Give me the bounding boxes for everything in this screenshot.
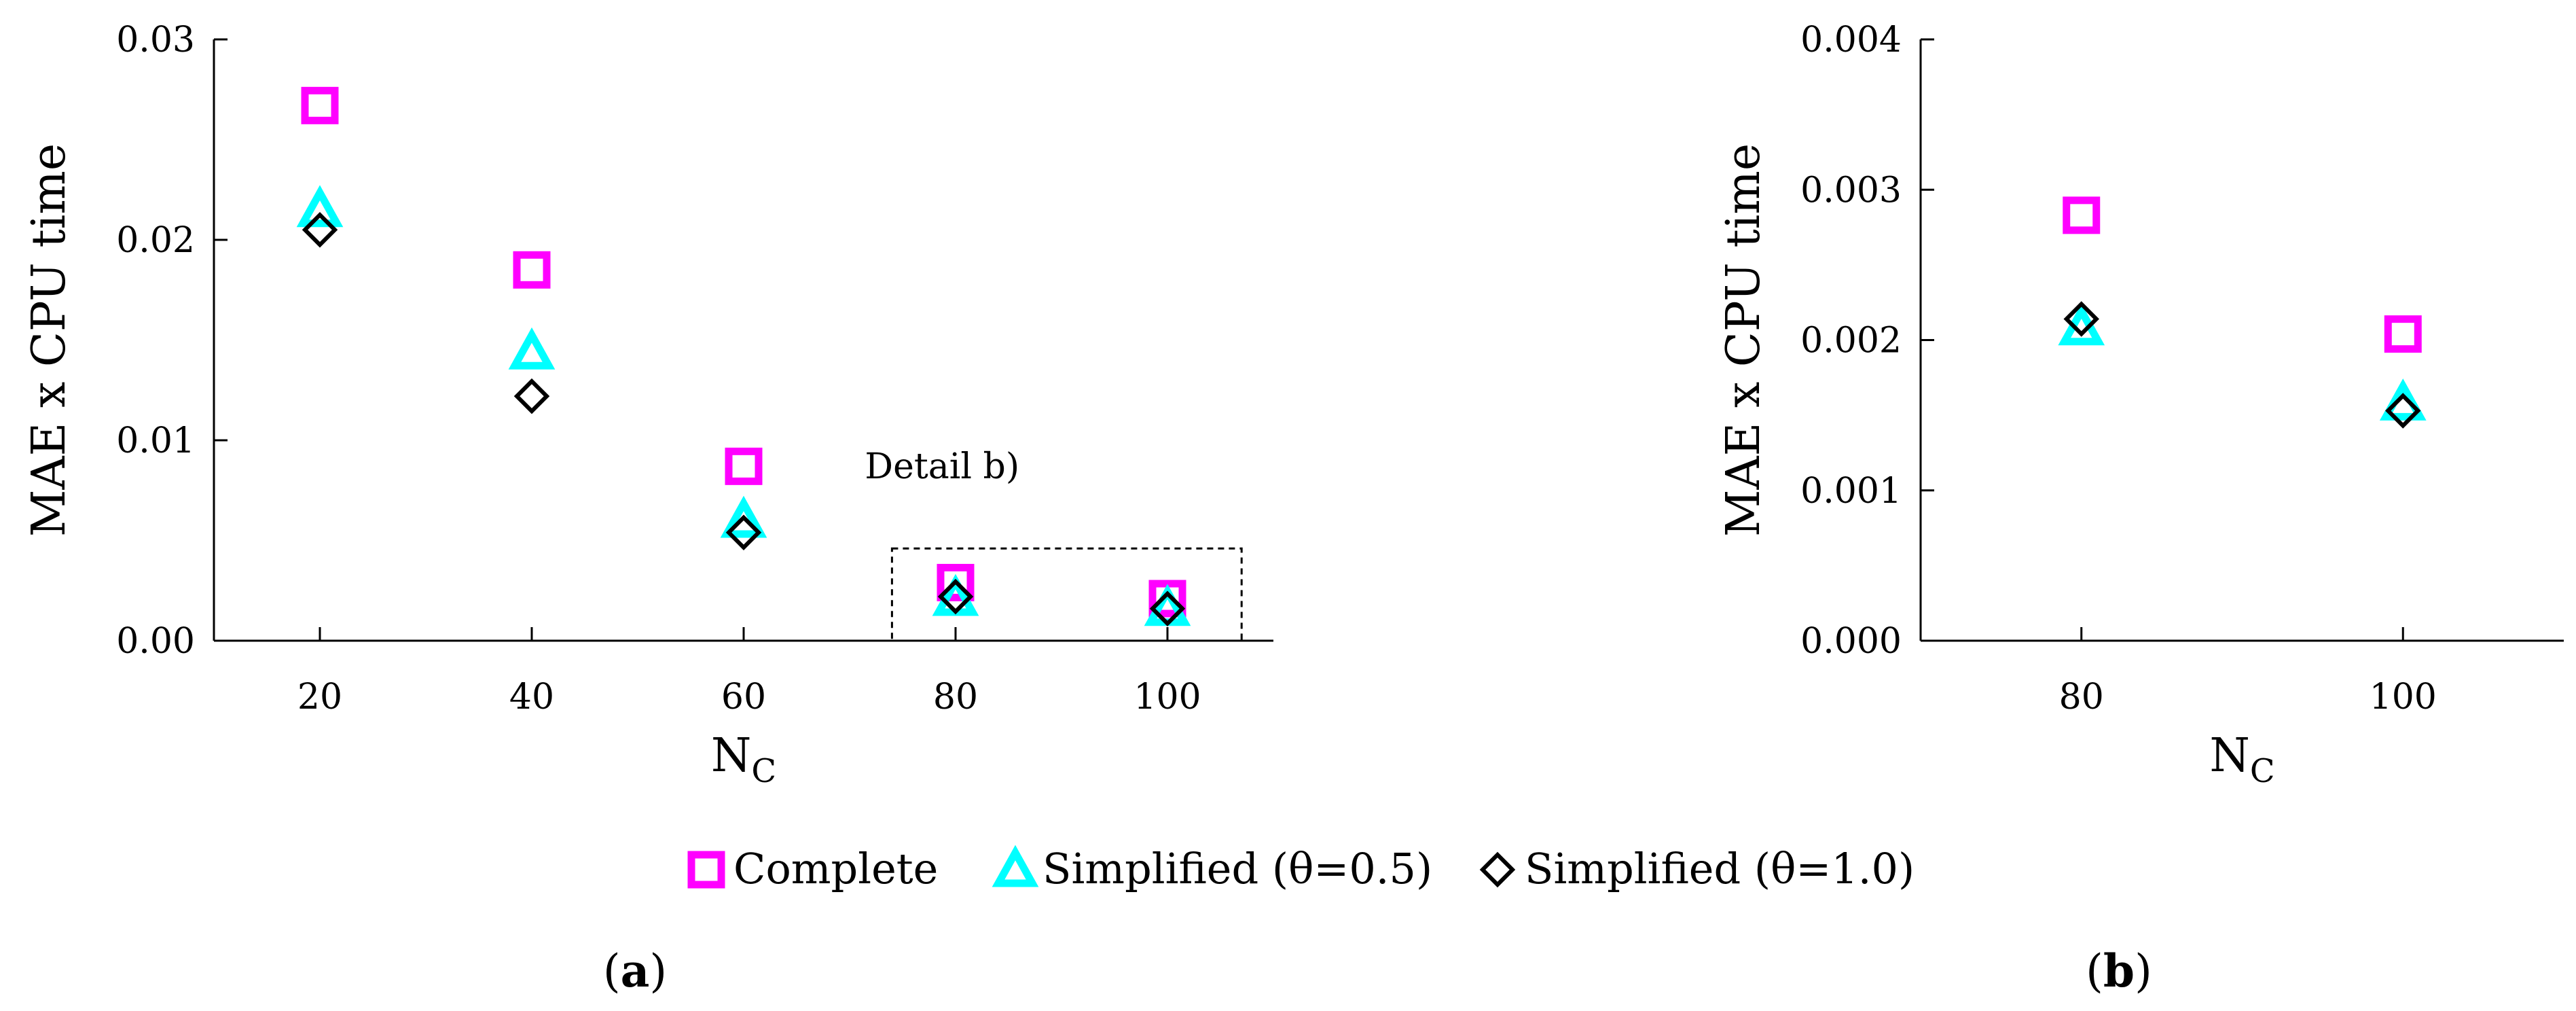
x-tick-label: 80 — [933, 677, 978, 717]
point-simplified-1-0 — [513, 378, 550, 414]
point-complete — [725, 447, 763, 485]
legend-marker-simplified-0-5 — [992, 845, 1039, 887]
x-tick-label: 40 — [509, 677, 554, 717]
legend-label-simplified-0-5: Simplified (θ=0.5) — [1042, 844, 1432, 893]
point-complete — [937, 563, 975, 601]
point-simplified-0-5 — [296, 185, 344, 228]
x-tick-label: 80 — [2059, 677, 2104, 717]
point-simplified-1-0 — [302, 212, 338, 248]
x-axis-label-main: N — [711, 729, 752, 783]
point-complete — [2063, 196, 2101, 234]
y-axis-label: MAE x CPU time — [22, 143, 76, 537]
legend-item-complete: Complete — [687, 844, 938, 893]
point-simplified-1-0 — [2063, 301, 2099, 337]
x-tick-label: 20 — [297, 677, 342, 717]
detail-annotation: Detail b) — [865, 446, 1019, 487]
legend-marker-complete — [687, 851, 725, 889]
y-tick-label: 0.001 — [1800, 471, 1902, 512]
legend-item-simplified-1-0: Simplified (θ=1.0) — [1479, 844, 1915, 893]
point-simplified-1-0 — [2385, 393, 2421, 429]
series-simplified-1-0 — [302, 212, 1186, 627]
panel-label-a: (a) — [603, 944, 667, 997]
x-axis-label-main: N — [2209, 729, 2250, 783]
detail-box — [890, 547, 1243, 642]
x-axis-label: NC — [711, 729, 776, 790]
x-tick-label: 60 — [721, 677, 766, 717]
y-tick-label: 0.003 — [1800, 170, 1902, 211]
series-simplified-1-0 — [2063, 301, 2421, 429]
point-complete — [301, 86, 339, 124]
y-tick-label: 0.01 — [116, 421, 195, 461]
point-simplified-0-5 — [720, 495, 767, 538]
y-tick-label: 0.00 — [116, 621, 195, 662]
legend-marker-simplified-1-0 — [1479, 851, 1516, 888]
x-tick-label: 100 — [1133, 677, 1201, 717]
panel-label-b: (b) — [2086, 944, 2152, 997]
y-tick-label: 0.02 — [116, 220, 195, 261]
y-tick-label: 0.004 — [1800, 20, 1902, 60]
legend-label-simplified-1-0: Simplified (θ=1.0) — [1525, 844, 1915, 893]
x-axis-label-sub: C — [751, 752, 776, 790]
legend-label-complete: Complete — [733, 844, 938, 893]
point-complete — [1148, 580, 1186, 618]
x-tick-label: 100 — [2370, 677, 2437, 717]
point-complete — [513, 251, 551, 289]
point-simplified-1-0 — [937, 578, 974, 615]
legend: Complete Simplified (θ=0.5) Simplified (… — [687, 844, 1915, 893]
series-complete — [2063, 196, 2422, 353]
point-simplified-1-0 — [725, 514, 762, 550]
series-simplified-0-5 — [296, 185, 1191, 626]
point-simplified-0-5 — [508, 327, 556, 370]
series-complete — [301, 86, 1186, 618]
legend-item-simplified-0-5: Simplified (θ=0.5) — [992, 844, 1432, 893]
series-simplified-0-5 — [2058, 303, 2427, 421]
y-tick-label: 0.000 — [1800, 621, 1902, 662]
point-simplified-1-0 — [1149, 590, 1186, 627]
x-axis-label: NC — [2209, 729, 2274, 790]
point-complete — [2384, 315, 2422, 353]
y-tick-label: 0.002 — [1800, 321, 1902, 361]
y-tick-label: 0.03 — [116, 20, 195, 60]
y-axis-label: MAE x CPU time — [1717, 143, 1771, 537]
x-axis-label-sub: C — [2250, 752, 2275, 790]
